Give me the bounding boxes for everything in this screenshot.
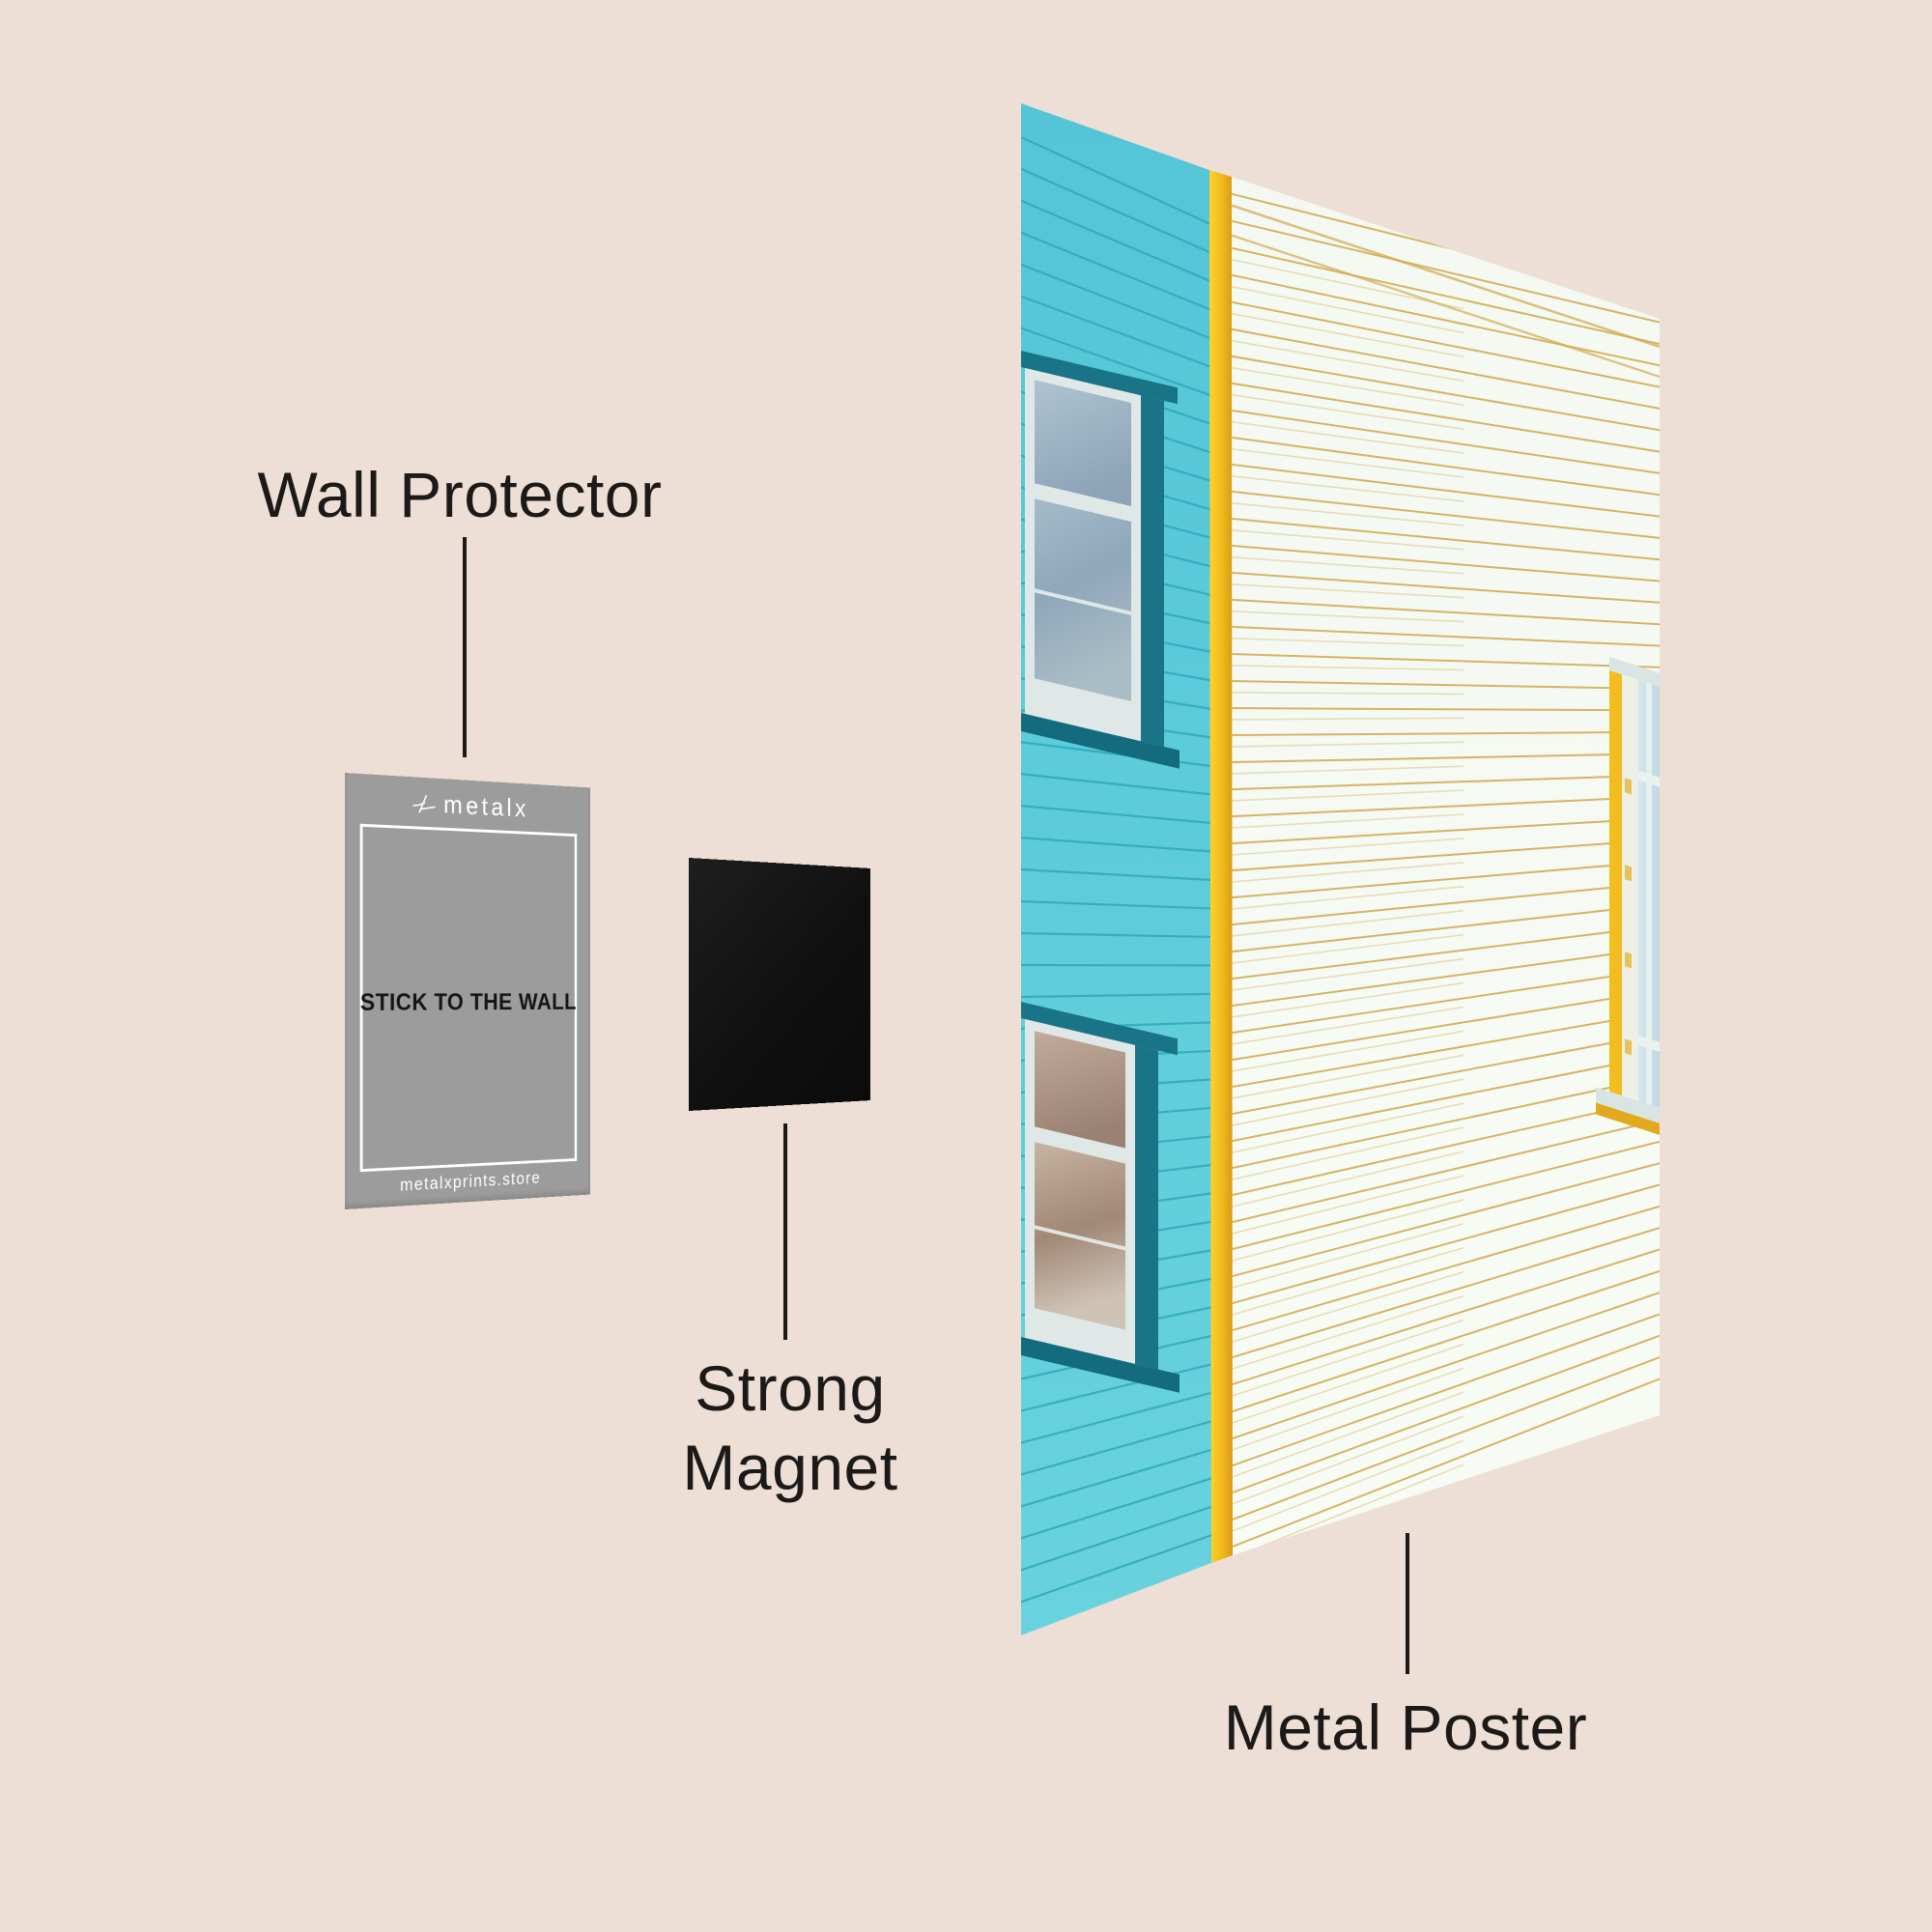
metal-poster-connector-line xyxy=(1406,1533,1409,1674)
metal-poster-label: Metal Poster xyxy=(1223,1691,1588,1763)
white-wall xyxy=(1232,177,1660,1555)
strong-magnet-label-line2: Magnet xyxy=(682,1432,898,1503)
wall-protector-card: metalx STICK TO THE WALL metalxprints.st… xyxy=(345,773,590,1209)
wall-protector-label: Wall Protector xyxy=(257,459,663,530)
strong-magnet-connector-line xyxy=(783,1123,787,1340)
strong-magnet-label-line1: Strong xyxy=(695,1352,886,1424)
white-wall-window xyxy=(1596,657,1660,1137)
blue-wall xyxy=(1021,103,1211,1635)
blue-wall-window xyxy=(1021,1002,1179,1393)
card-brand-text: metalx xyxy=(443,789,529,823)
strong-magnet xyxy=(689,858,870,1111)
blue-wall-window xyxy=(1021,351,1179,769)
metalx-logo-icon xyxy=(412,791,436,815)
card-brand-row: metalx xyxy=(345,784,590,827)
wall-protector-connector-line xyxy=(463,537,467,757)
card-center-text: STICK TO THE WALL xyxy=(359,989,577,1016)
corner-stripe xyxy=(1209,170,1233,1563)
metal-poster-image xyxy=(1021,103,1660,1635)
strong-magnet-label: Strong Magnet xyxy=(549,1349,1032,1507)
